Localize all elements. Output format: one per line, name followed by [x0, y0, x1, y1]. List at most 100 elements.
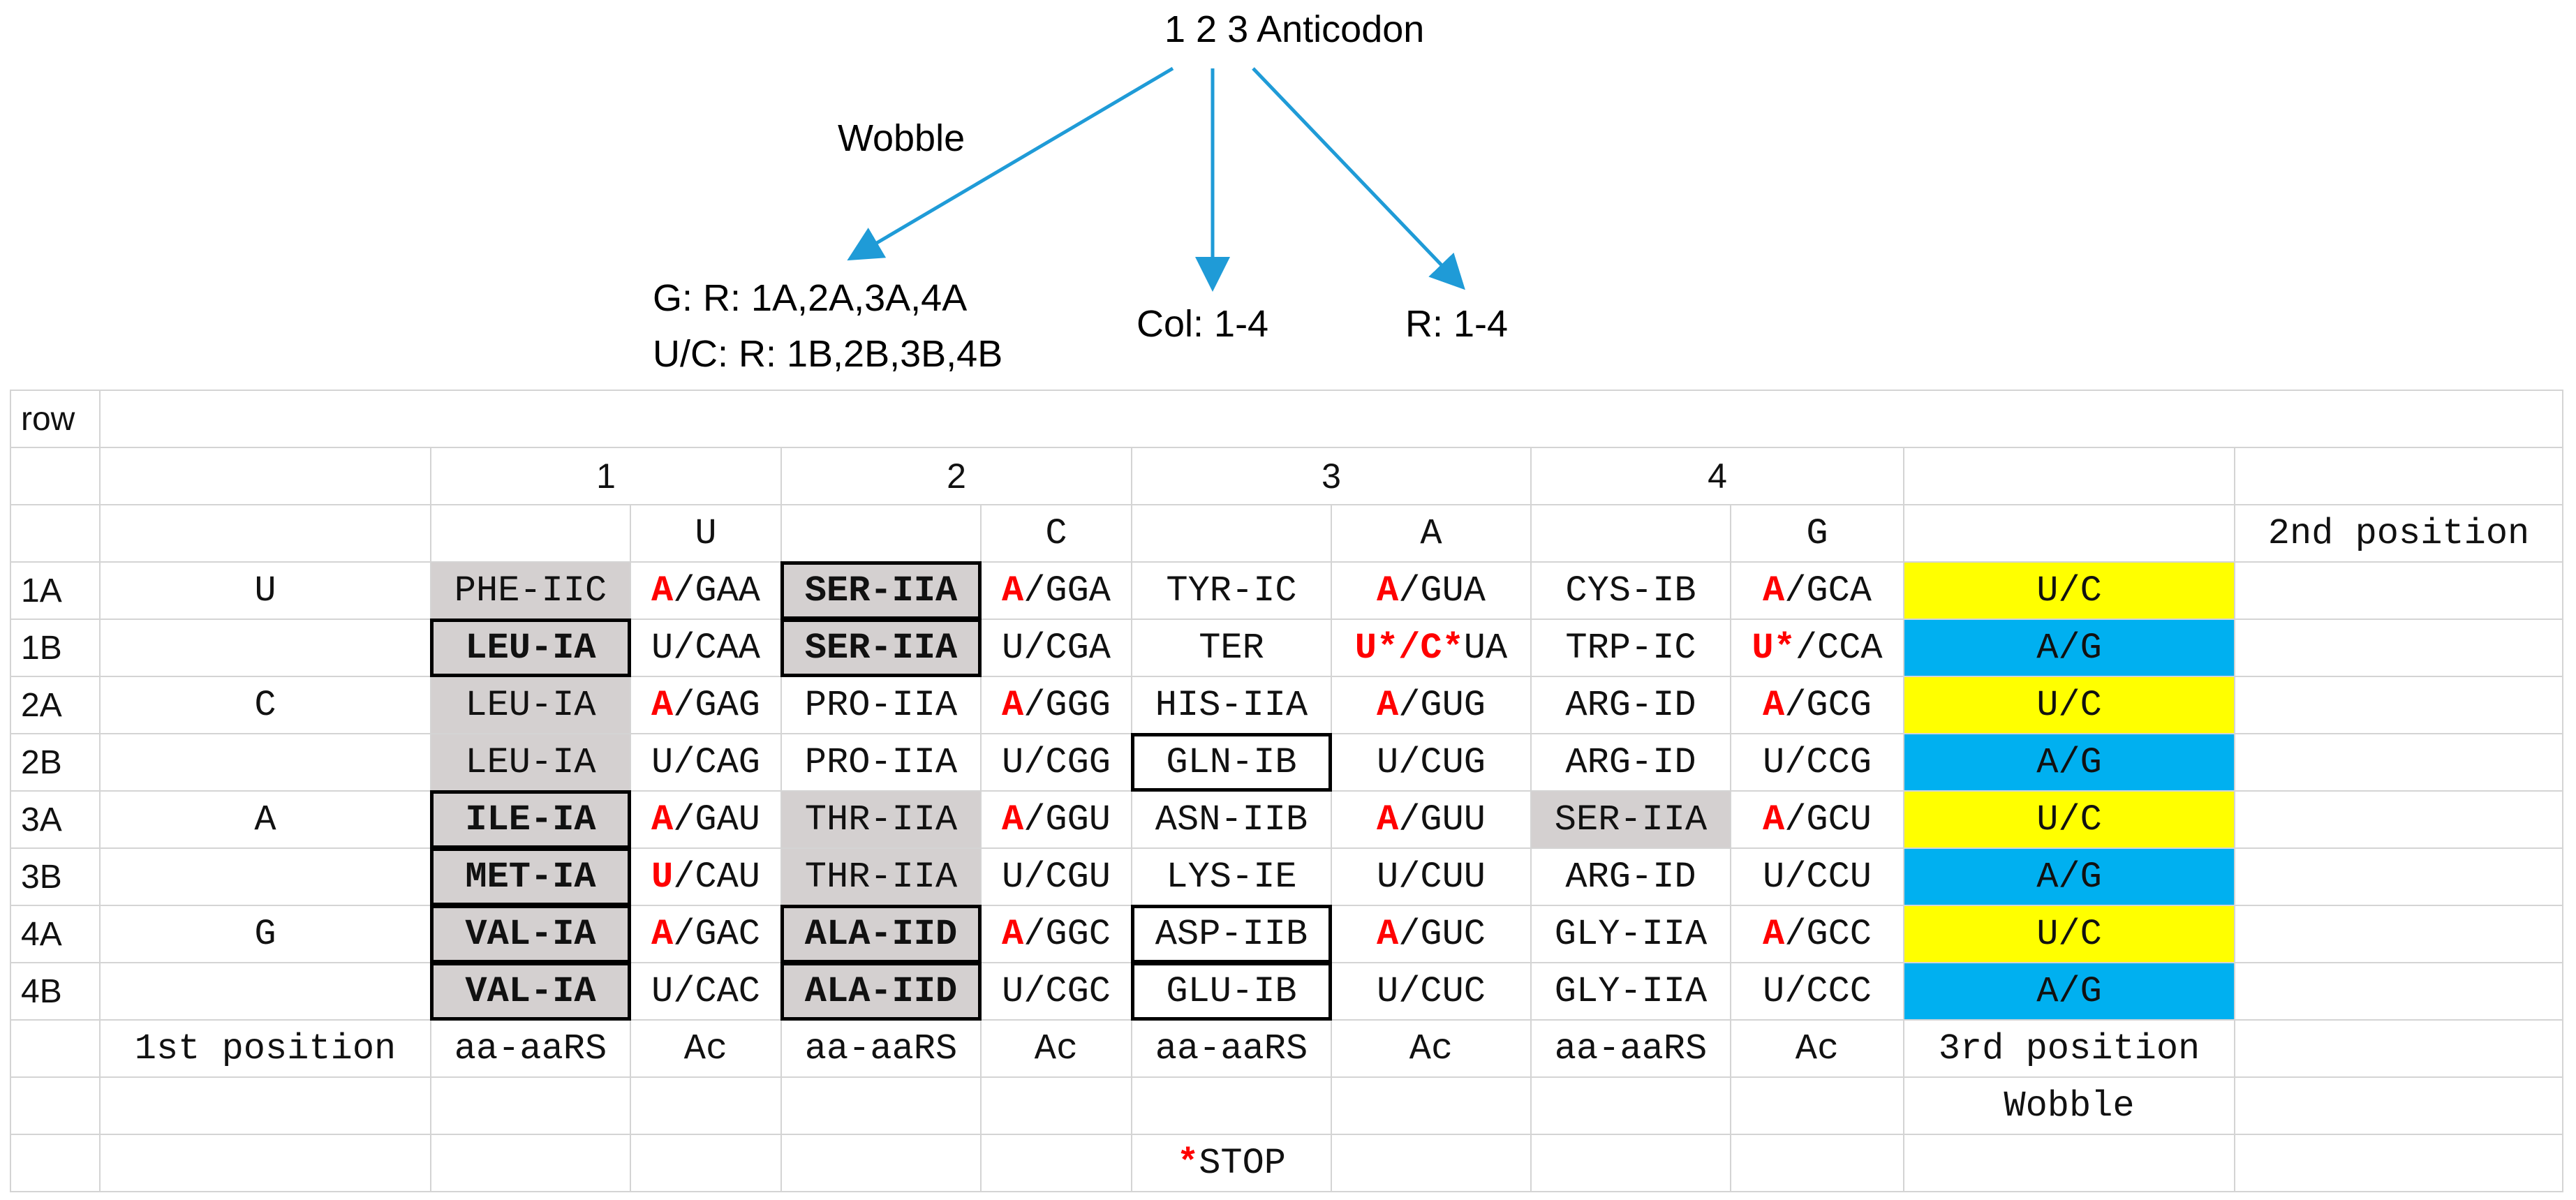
- blank-cell: [10, 447, 101, 505]
- anticodon-label: Ac: [630, 1019, 782, 1078]
- blank-cell: [10, 1076, 101, 1135]
- anticodon-text: U/CCU: [1762, 856, 1872, 898]
- anticodon-text: U/CGG: [1001, 741, 1111, 783]
- anticodon-cell: U*/C*UA: [1331, 618, 1532, 677]
- blank-cell: [980, 1076, 1132, 1135]
- amino-acid-synthetase-cell: ALA-IID: [780, 905, 982, 963]
- blank-cell: [10, 1019, 101, 1078]
- amino-acid-synthetase-cell: VAL-IA: [430, 962, 631, 1021]
- blank-cell: [2234, 1019, 2563, 1078]
- stop-note: *STOP: [1131, 1134, 1332, 1192]
- blank-cell: [2234, 962, 2563, 1021]
- blank-cell: [2234, 905, 2563, 963]
- wobble-base: A: [1376, 913, 1399, 955]
- anticodon-cell: A/GCG: [1730, 676, 1904, 734]
- anticodon-text: /GGC: [1023, 913, 1111, 955]
- header-row: row: [10, 390, 2563, 448]
- g-rule-text: G: R: 1A,2A,3A,4A: [653, 277, 967, 319]
- blank-cell: [2234, 1076, 2563, 1135]
- wobble-base: U*/C*: [1354, 627, 1464, 669]
- amino-acid-synthetase-cell: GLY-IIA: [1530, 905, 1731, 963]
- anticodon-text: /GUG: [1398, 684, 1486, 726]
- third-position-cell: U/C: [1903, 561, 2235, 620]
- anticodon-text: /GUU: [1398, 799, 1486, 840]
- amino-acid-synthetase-cell: ILE-IA: [430, 790, 631, 849]
- wobble-base: A: [1376, 570, 1399, 612]
- blank-cell: [1331, 1134, 1532, 1192]
- anticodon-text: /GCA: [1784, 570, 1872, 612]
- aa-aars-label: aa-aaRS: [430, 1019, 631, 1078]
- anticodon-cell: A/GGG: [980, 676, 1132, 734]
- third-position-cell: U/C: [1903, 790, 2235, 849]
- wobble-base: A: [1001, 684, 1024, 726]
- row-label: 3A: [10, 790, 101, 849]
- row-label: 1B: [10, 618, 101, 677]
- blank-cell: [2234, 790, 2563, 849]
- wobble-base: A: [1001, 570, 1024, 612]
- anticodon-label: Ac: [1730, 1019, 1904, 1078]
- stop-star: *: [1176, 1142, 1199, 1184]
- first-base: [99, 733, 431, 792]
- amino-acid-synthetase-cell: ASP-IIB: [1131, 905, 1332, 963]
- anticodon-cell: U/CGG: [980, 733, 1132, 792]
- blank-cell: [2234, 561, 2563, 620]
- footer-wobble-row: Wobble: [10, 1076, 2563, 1135]
- amino-acid-synthetase-cell: SER-IIA: [780, 561, 982, 620]
- blank-cell: [2234, 447, 2563, 505]
- second-base-1: U: [630, 504, 782, 563]
- anticodon-text: /GGA: [1023, 570, 1111, 612]
- wobble-base: A: [651, 684, 674, 726]
- blank-cell: [99, 1134, 431, 1192]
- wobble-base: A: [1001, 799, 1024, 840]
- anticodon-cell: U/CCC: [1730, 962, 1904, 1021]
- first-base: [99, 962, 431, 1021]
- first-base: G: [99, 905, 431, 963]
- anticodon-cell: A/GCA: [1730, 561, 1904, 620]
- blank-cell: [780, 1134, 982, 1192]
- anticodon-cell: A/GUG: [1331, 676, 1532, 734]
- wobble-base: U*: [1752, 627, 1796, 669]
- column-number-2: 2: [780, 447, 1132, 505]
- aa-aars-label: aa-aaRS: [780, 1019, 982, 1078]
- third-position-cell: U/C: [1903, 905, 2235, 963]
- anticodon-cell: U/CUC: [1331, 962, 1532, 1021]
- amino-acid-synthetase-cell: VAL-IA: [430, 905, 631, 963]
- blank-cell: [630, 1076, 782, 1135]
- blank-cell: [1730, 1134, 1904, 1192]
- third-position-label: 3rd position: [1903, 1019, 2235, 1078]
- blank-cell: [99, 504, 431, 563]
- anticodon-cell: U/CUG: [1331, 733, 1532, 792]
- blank-cell: [1131, 504, 1332, 563]
- row-label: 4B: [10, 962, 101, 1021]
- blank-cell: [630, 1134, 782, 1192]
- first-base: U: [99, 561, 431, 620]
- wobble-base: U: [651, 856, 674, 898]
- blank-cell: [980, 1134, 1132, 1192]
- amino-acid-synthetase-cell: TYR-IC: [1131, 561, 1332, 620]
- amino-acid-synthetase-cell: HIS-IIA: [1131, 676, 1332, 734]
- footer-stop-row: *STOP: [10, 1134, 2563, 1192]
- amino-acid-synthetase-cell: PRO-IIA: [780, 733, 982, 792]
- wobble-base: A: [1762, 684, 1785, 726]
- anticodon-text: /GCG: [1784, 684, 1872, 726]
- column-number-3: 3: [1131, 447, 1532, 505]
- amino-acid-synthetase-cell: TER: [1131, 618, 1332, 677]
- amino-acid-synthetase-cell: LEU-IA: [430, 676, 631, 734]
- anticodon-text: U/CCG: [1762, 741, 1872, 783]
- anticodon-text: UA: [1463, 627, 1508, 669]
- amino-acid-synthetase-cell: THR-IIA: [780, 847, 982, 906]
- blank-cell: [1131, 1076, 1332, 1135]
- blank-cell: [10, 1134, 101, 1192]
- anticodon-text: /GCU: [1784, 799, 1872, 840]
- anticodon-text: U/CGU: [1001, 856, 1111, 898]
- first-base: [99, 618, 431, 677]
- amino-acid-synthetase-cell: SER-IIA: [1530, 790, 1731, 849]
- anticodon-label: Ac: [980, 1019, 1132, 1078]
- blank-cell: [1903, 1134, 2235, 1192]
- anticodon-text: /CCA: [1795, 627, 1883, 669]
- anticodon-cell: A/GUC: [1331, 905, 1532, 963]
